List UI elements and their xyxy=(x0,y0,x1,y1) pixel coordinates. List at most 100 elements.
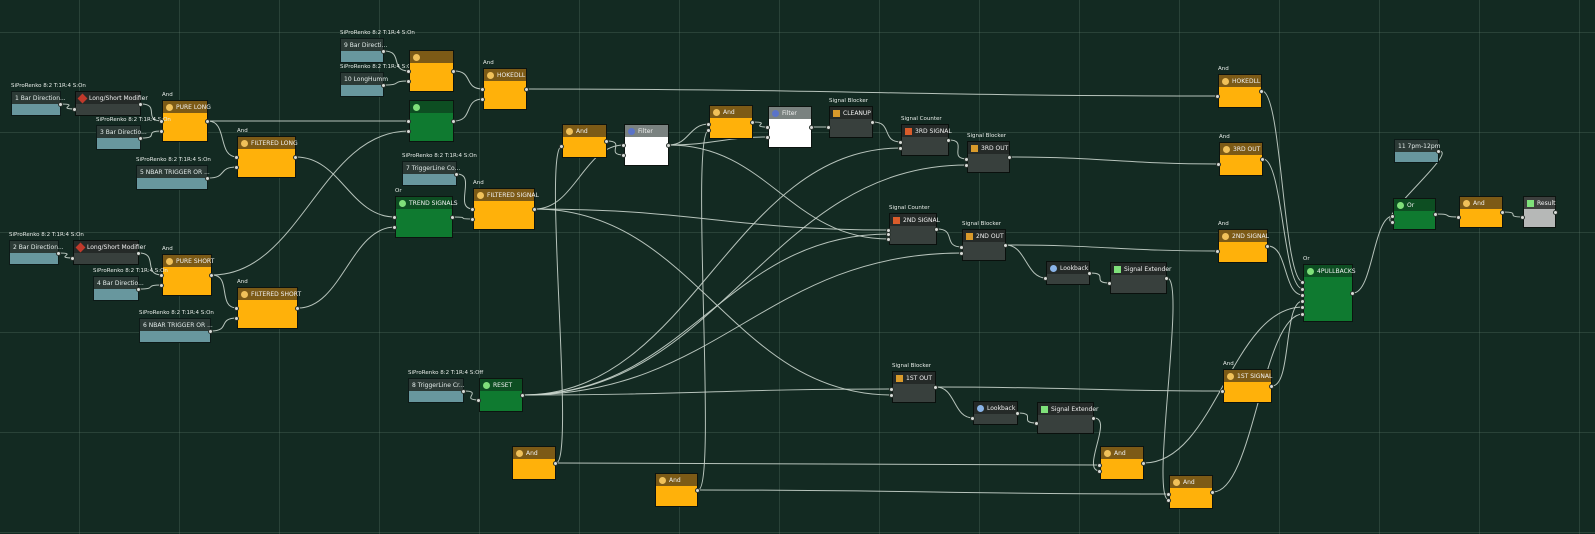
input-port[interactable] xyxy=(159,273,164,278)
input-port[interactable] xyxy=(964,157,969,162)
node-a12[interactable]: And xyxy=(1100,446,1144,480)
output-port[interactable] xyxy=(295,306,300,311)
node-a9[interactable]: And xyxy=(709,105,753,139)
node-a18[interactable]: And xyxy=(1459,196,1503,228)
node-header[interactable]: 2ND SIGNAL xyxy=(890,214,940,226)
node-or4[interactable]: 4PULLBACKS xyxy=(1303,264,1356,322)
node-header[interactable]: 4 Bar Directio... xyxy=(94,277,144,289)
node-a11[interactable]: And xyxy=(655,473,698,507)
node-lb2[interactable]: Lookback xyxy=(973,401,1018,425)
output-port[interactable] xyxy=(933,385,938,390)
input-port[interactable] xyxy=(234,165,239,170)
node-a3[interactable] xyxy=(409,50,454,92)
output-port[interactable] xyxy=(205,176,210,181)
node-header[interactable]: 2ND OUT xyxy=(963,230,1005,242)
input-port[interactable] xyxy=(1166,492,1171,497)
input-port[interactable] xyxy=(70,256,75,261)
output-port[interactable] xyxy=(1553,210,1558,215)
output-port[interactable] xyxy=(381,49,386,54)
input-port[interactable] xyxy=(765,125,770,130)
node-header[interactable]: 8 TriggerLine Cr... xyxy=(409,379,465,391)
node-or3[interactable]: RESET xyxy=(479,378,523,412)
node-header[interactable]: 3RD SIGNAL xyxy=(902,125,952,137)
output-port[interactable] xyxy=(1091,416,1096,421)
input-port[interactable] xyxy=(621,143,626,148)
node-a10[interactable]: And xyxy=(512,446,556,480)
output-port[interactable] xyxy=(1003,243,1008,248)
node-f1[interactable]: Filter xyxy=(624,124,669,166)
node-c3[interactable]: 3 Bar Directio... xyxy=(96,125,147,150)
input-port[interactable] xyxy=(1390,220,1395,225)
output-port[interactable] xyxy=(750,120,755,125)
output-port[interactable] xyxy=(58,102,63,107)
node-sc2[interactable]: 2ND SIGNAL xyxy=(889,213,940,245)
input-port[interactable] xyxy=(234,306,239,311)
node-lb1[interactable]: Lookback xyxy=(1046,261,1090,285)
input-port[interactable] xyxy=(706,122,711,127)
node-header[interactable]: PURE LONG xyxy=(163,101,211,113)
input-port[interactable] xyxy=(406,79,411,84)
node-c5[interactable]: 5 NBAR TRIGGER OR ... xyxy=(136,165,210,190)
node-header[interactable] xyxy=(410,101,453,113)
node-header[interactable]: 2ND SIGNAL xyxy=(1219,230,1269,242)
output-port[interactable] xyxy=(870,120,875,125)
node-b4[interactable]: 1ST OUT xyxy=(892,371,936,403)
node-c9[interactable]: 9 Bar Directi... xyxy=(340,38,387,63)
output-port[interactable] xyxy=(1350,291,1355,296)
node-header[interactable]: 7 TriggerLine Co... xyxy=(403,162,460,174)
output-port[interactable] xyxy=(381,83,386,88)
node-header[interactable]: 1ST SIGNAL xyxy=(1224,370,1272,382)
node-header[interactable]: 6 NBAR TRIGGER OR ... xyxy=(140,319,213,331)
node-a15[interactable]: 3RD OUT xyxy=(1219,142,1263,176)
input-port[interactable] xyxy=(559,144,564,149)
node-header[interactable]: Result xyxy=(1524,197,1556,209)
node-header[interactable]: 4PULLBACKS xyxy=(1304,265,1356,277)
node-a2[interactable]: FILTERED LONG xyxy=(237,136,298,178)
input-port[interactable] xyxy=(898,146,903,151)
input-port[interactable] xyxy=(1300,305,1305,310)
node-a13[interactable]: And xyxy=(1169,475,1213,509)
node-m1[interactable]: Long/Short Modifier xyxy=(75,91,148,116)
input-port[interactable] xyxy=(480,97,485,102)
output-port[interactable] xyxy=(1269,384,1274,389)
input-port[interactable] xyxy=(959,251,964,256)
node-header[interactable]: 1ST OUT xyxy=(893,372,935,384)
output-port[interactable] xyxy=(209,273,214,278)
node-a1[interactable]: PURE LONG xyxy=(162,100,211,142)
node-a14[interactable]: HOKEDLL xyxy=(1218,74,1262,108)
node-header[interactable]: 10 LongHumm xyxy=(341,73,388,85)
output-port[interactable] xyxy=(1015,411,1020,416)
output-port[interactable] xyxy=(604,139,609,144)
node-header[interactable]: Or xyxy=(1394,199,1435,211)
input-port[interactable] xyxy=(1216,162,1221,167)
input-port[interactable] xyxy=(621,153,626,158)
input-port[interactable] xyxy=(964,163,969,168)
output-port[interactable] xyxy=(461,389,466,394)
node-header[interactable]: And xyxy=(1460,197,1502,209)
input-port[interactable] xyxy=(706,128,711,133)
node-c10[interactable]: 10 LongHumm xyxy=(340,72,388,97)
output-port[interactable] xyxy=(1265,244,1270,249)
node-header[interactable]: PURE SHORT xyxy=(163,255,214,267)
output-port[interactable] xyxy=(1141,461,1146,466)
node-header[interactable]: 1 Bar Direction... xyxy=(12,92,66,104)
node-a5[interactable]: FILTERED SIGNAL xyxy=(473,188,539,230)
output-port[interactable] xyxy=(1210,490,1215,495)
node-header[interactable]: 3RD OUT xyxy=(968,142,1009,154)
input-port[interactable] xyxy=(1097,463,1102,468)
input-port[interactable] xyxy=(889,387,894,392)
node-a4[interactable]: HOKEDLL xyxy=(483,68,527,110)
input-port[interactable] xyxy=(159,283,164,288)
node-se1[interactable]: Signal Extender xyxy=(1110,262,1172,294)
input-port[interactable] xyxy=(406,129,411,134)
node-header[interactable]: RESET xyxy=(480,379,522,391)
node-sc1[interactable]: 3RD SIGNAL xyxy=(901,124,952,156)
node-b2[interactable]: 3RD OUT xyxy=(967,141,1010,173)
node-header[interactable]: Lookback xyxy=(974,402,1017,414)
input-port[interactable] xyxy=(1107,281,1112,286)
output-port[interactable] xyxy=(934,227,939,232)
output-port[interactable] xyxy=(666,143,671,148)
input-port[interactable] xyxy=(470,207,475,212)
input-port[interactable] xyxy=(159,119,164,124)
node-header[interactable]: TREND SIGNALS xyxy=(396,197,458,209)
